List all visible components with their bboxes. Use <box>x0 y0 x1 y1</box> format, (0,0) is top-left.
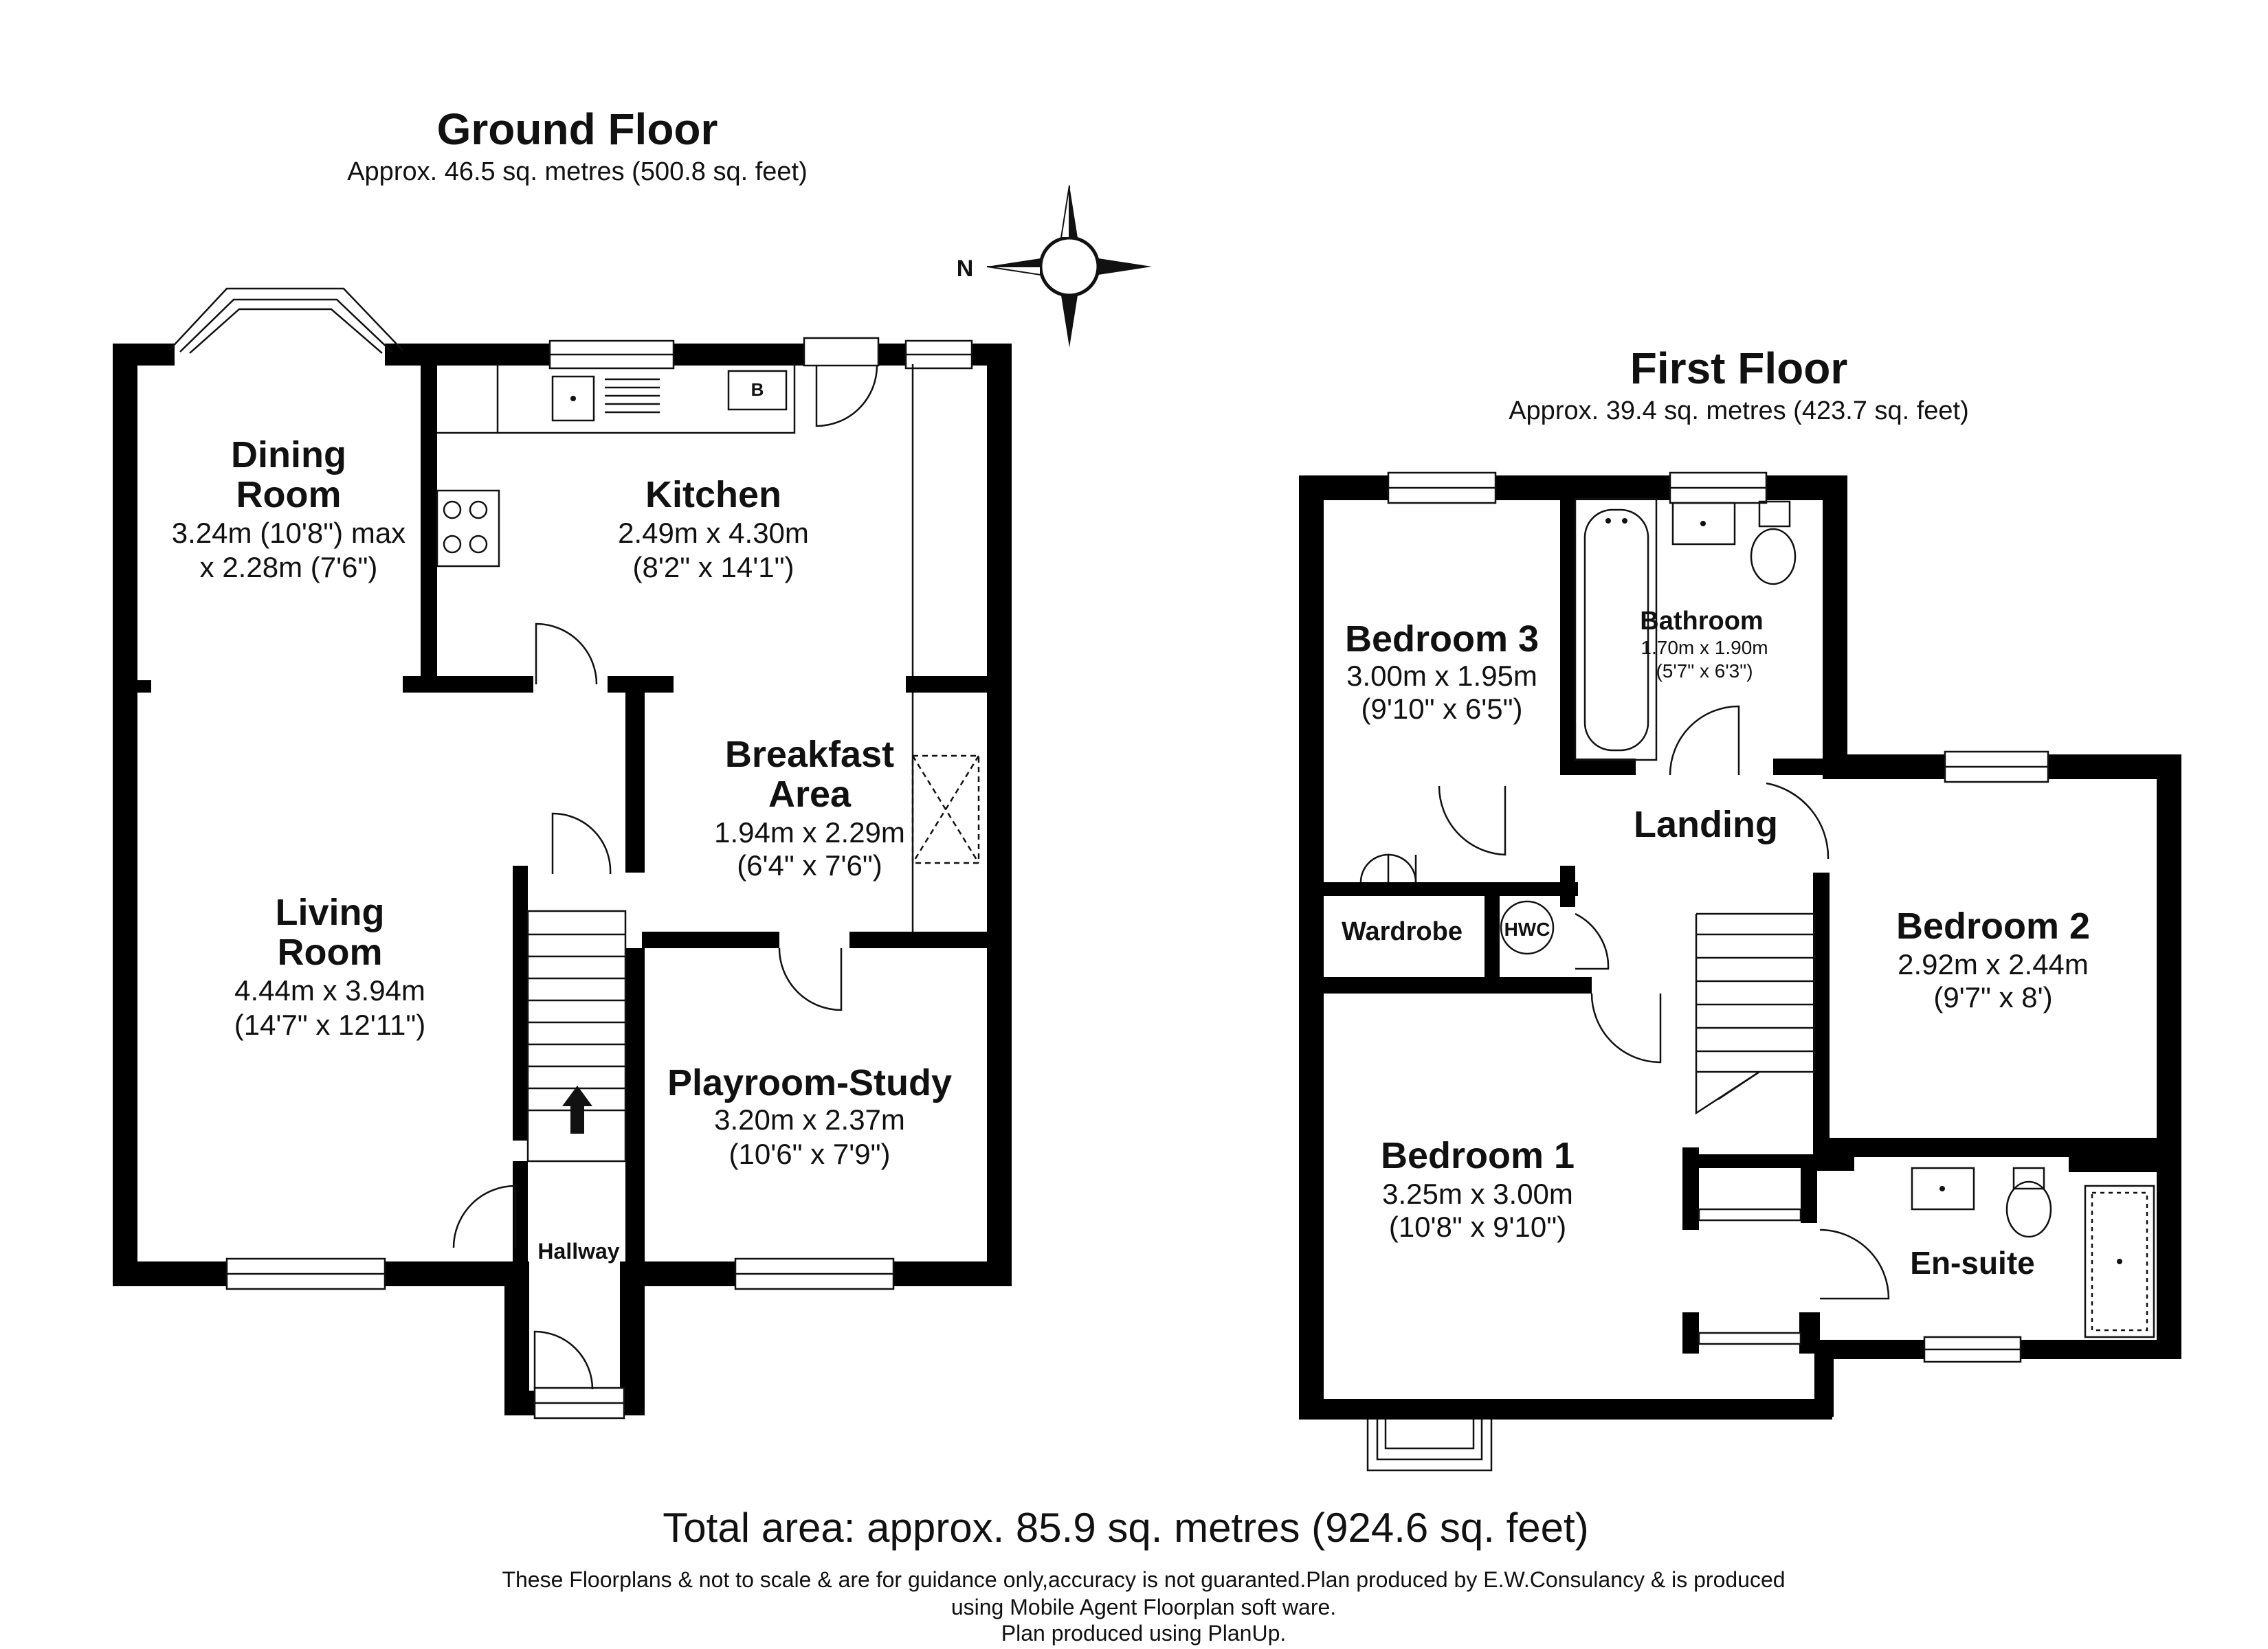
breakfast-area-dim-1: 1.94m x 2.29m <box>714 816 905 849</box>
breakfast-area-name-1: Breakfast <box>725 734 894 775</box>
ground-floor-doors <box>452 337 880 1390</box>
wardrobe-name: Wardrobe <box>1342 917 1463 946</box>
first-floor-staircase <box>1695 912 1816 1115</box>
bedroom-3-name: Bedroom 3 <box>1345 618 1539 660</box>
kitchen-fittings <box>436 364 980 932</box>
ground-floor-windows <box>225 339 973 1420</box>
first-floor-doors <box>1438 705 1890 1345</box>
living-room-name-1: Living <box>276 892 385 933</box>
first-floor-area: Approx. 39.4 sq. metres (423.7 sq. feet) <box>1509 396 1969 425</box>
bedroom-3-dim-1: 3.00m x 1.95m <box>1346 660 1537 692</box>
bathroom-dim-2: (5'7" x 6'3") <box>1656 660 1753 682</box>
dining-room-dim-2: x 2.28m (7'6") <box>200 551 378 583</box>
playroom-study-name: Playroom-Study <box>667 1062 952 1103</box>
bedroom-2-dim-1: 2.92m x 2.44m <box>1898 948 2089 980</box>
dining-room-dim-1: 3.24m (10'8") max <box>172 517 405 549</box>
bathroom-name: Bathroom <box>1640 607 1763 636</box>
hallway-name: Hallway <box>537 1239 619 1264</box>
bathroom-fittings <box>1359 497 2155 1338</box>
ground-floor-title: Ground Floor <box>437 104 718 154</box>
bedroom-2-dim-2: (9'7" x 8') <box>1933 981 2052 1013</box>
bathroom-dim-1: 1.70m x 1.90m <box>1641 637 1768 658</box>
kitchen-name: Kitchen <box>645 474 781 515</box>
hwc-label: HWC <box>1504 919 1550 940</box>
disclaimer-line-3: Plan produced using PlanUp. <box>1001 1621 1287 1646</box>
en-suite-name: En-suite <box>1910 1245 2034 1281</box>
dining-room-name-1: Dining <box>231 434 346 475</box>
breakfast-area-name-2: Area <box>768 774 852 815</box>
bedroom-1-dim-2: (10'8" x 9'10") <box>1389 1211 1566 1243</box>
dining-bay-window <box>168 287 403 354</box>
bedroom-2-name: Bedroom 2 <box>1896 906 2090 947</box>
playroom-study-dim-2: (10'6" x 7'9") <box>729 1138 891 1170</box>
boiler-label: B <box>751 379 764 400</box>
disclaimer-line-2: using Mobile Agent Floorplan soft ware. <box>951 1595 1336 1619</box>
ground-floor-staircase <box>526 910 627 1163</box>
kitchen-dim-2: (8'2" x 14'1") <box>633 551 794 583</box>
bedroom-3-dim-2: (9'10" x 6'5") <box>1361 693 1523 725</box>
kitchen-dim-1: 2.49m x 4.30m <box>618 517 809 549</box>
landing-name: Landing <box>1634 804 1778 845</box>
bedroom-1-dim-1: 3.25m x 3.00m <box>1382 1178 1573 1210</box>
breakfast-area-dim-2: (6'4" x 7'6") <box>737 849 882 882</box>
living-room-dim-2: (14'7" x 12'11") <box>234 1009 426 1041</box>
first-floor-title: First Floor <box>1630 344 1847 393</box>
bedroom-1-name: Bedroom 1 <box>1381 1135 1575 1176</box>
total-area: Total area: approx. 85.9 sq. metres (924… <box>663 1505 1588 1551</box>
disclaimer-line-1: These Floorplans & not to scale & are fo… <box>502 1567 1785 1592</box>
living-room-name-2: Room <box>278 932 383 973</box>
compass-rose-icon <box>986 185 1152 348</box>
playroom-study-dim-1: 3.20m x 2.37m <box>714 1103 905 1136</box>
first-floor-windows <box>1366 471 2049 1472</box>
ground-floor-area: Approx. 46.5 sq. metres (500.8 sq. feet) <box>347 157 808 186</box>
living-room-dim-1: 4.44m x 3.94m <box>234 974 425 1007</box>
compass-north-label: N <box>957 256 974 282</box>
dining-room-name-2: Room <box>236 474 342 515</box>
